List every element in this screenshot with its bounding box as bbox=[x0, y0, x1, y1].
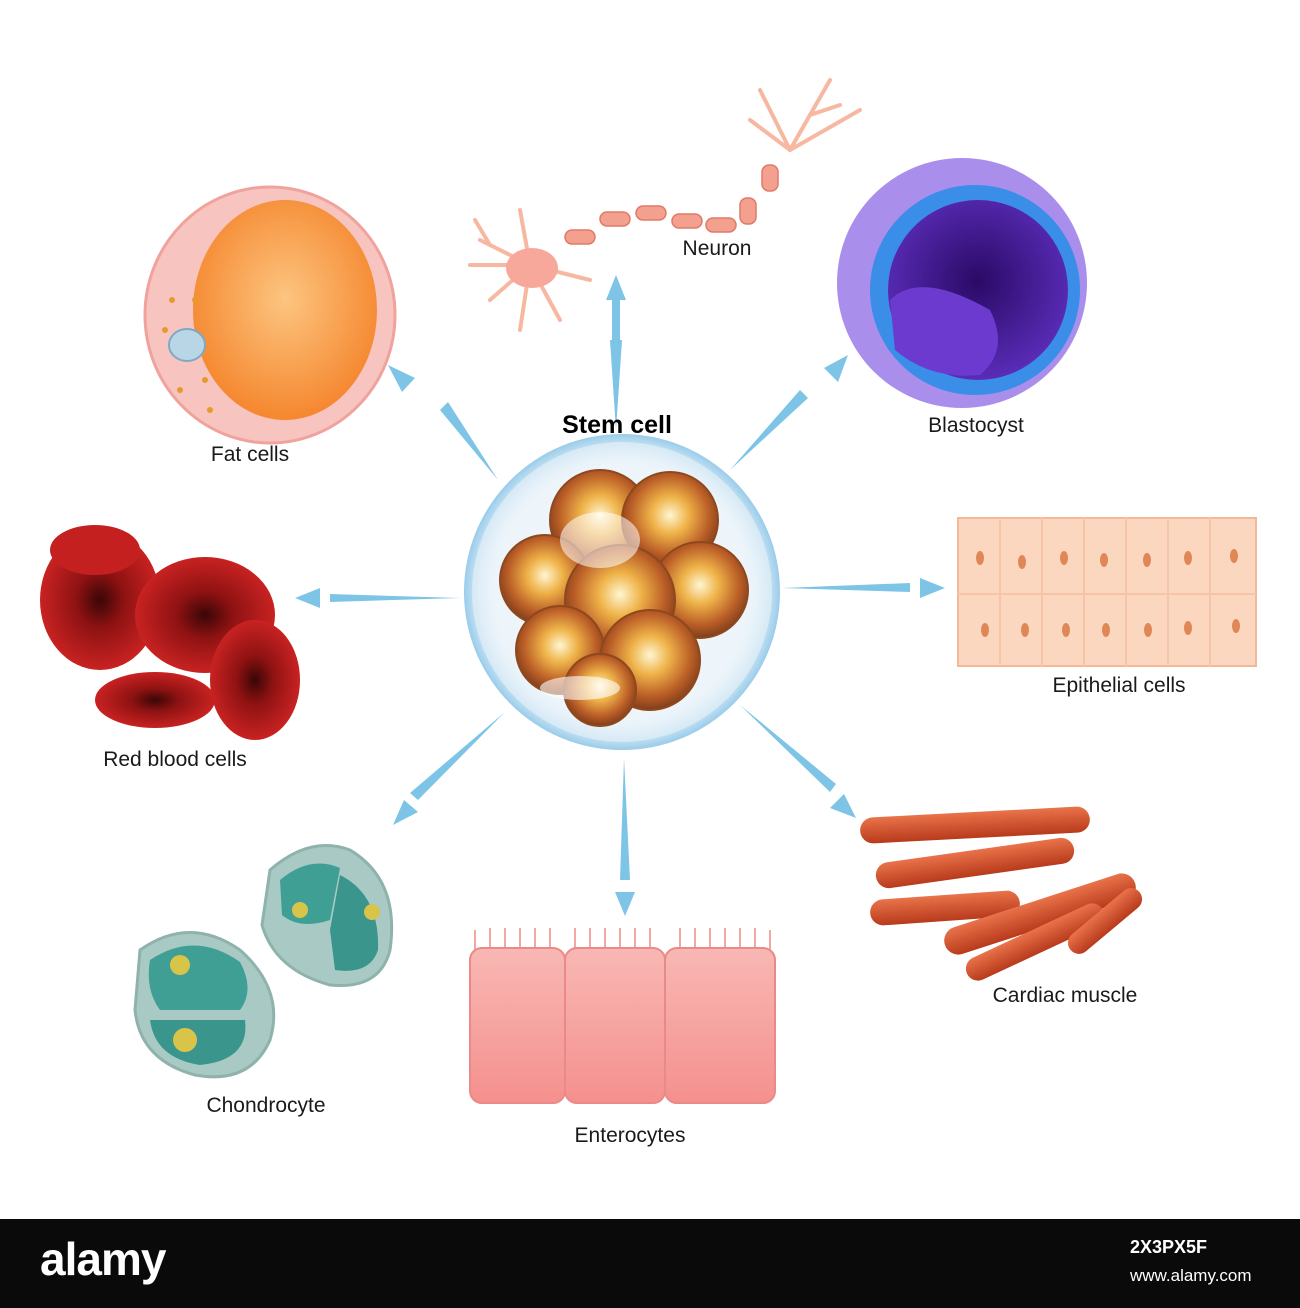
epithelial-cells-label: Epithelial cells bbox=[1052, 674, 1186, 697]
watermark-bar bbox=[0, 1219, 1300, 1308]
site-url: www.alamy.com bbox=[1130, 1266, 1252, 1285]
red-blood-cells-label: Red blood cells bbox=[103, 748, 247, 771]
arrow-to-enterocytes bbox=[615, 758, 635, 916]
red-blood-cells-illustration bbox=[40, 525, 300, 740]
arrow-to-neuron bbox=[606, 275, 626, 430]
arrow-to-fat bbox=[388, 365, 498, 480]
image-id: 2X3PX5F bbox=[1130, 1237, 1208, 1257]
arrow-to-cardiac bbox=[740, 705, 856, 818]
enterocytes-label: Enterocytes bbox=[574, 1124, 686, 1147]
chondrocyte-illustration bbox=[133, 844, 394, 1079]
alamy-logo: alamy bbox=[40, 1233, 166, 1285]
neuron-illustration bbox=[468, 78, 862, 332]
blastocyst-illustration bbox=[837, 158, 1087, 408]
fat-cell-illustration bbox=[143, 185, 397, 445]
arrow-to-epithelial bbox=[782, 578, 945, 598]
cardiac-muscle-label: Cardiac muscle bbox=[992, 984, 1138, 1007]
arrow-to-chondrocyte bbox=[393, 712, 505, 825]
arrow-to-blastocyst bbox=[730, 355, 848, 470]
epithelial-cells-illustration bbox=[957, 517, 1257, 667]
neuron-label: Neuron bbox=[682, 237, 752, 260]
arrows bbox=[295, 275, 945, 916]
stem-cell-label: Stem cell bbox=[562, 411, 672, 439]
stem-cell-illustration bbox=[464, 434, 780, 750]
chondrocyte-label: Chondrocyte bbox=[206, 1094, 326, 1117]
arrow-to-rbc bbox=[295, 588, 460, 608]
fat-cells-label: Fat cells bbox=[210, 443, 290, 466]
blastocyst-label: Blastocyst bbox=[928, 414, 1024, 437]
enterocytes-illustration bbox=[469, 928, 776, 1104]
cardiac-muscle-illustration bbox=[860, 806, 1143, 981]
